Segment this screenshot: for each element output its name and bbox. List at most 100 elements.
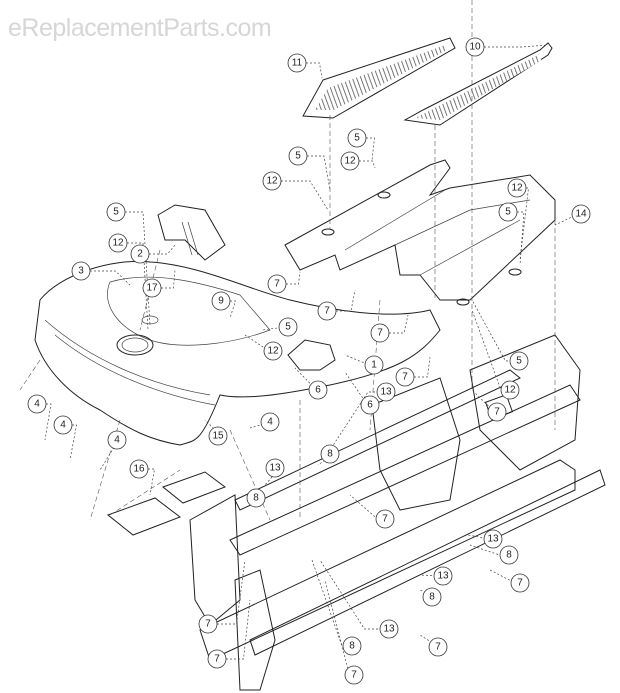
callout-circle <box>498 202 518 222</box>
callout-circle <box>246 488 266 508</box>
callout-number: 13 <box>437 571 449 582</box>
callout-circle <box>422 587 442 607</box>
callout-part-7: 7 <box>267 274 287 294</box>
callout-number: 13 <box>383 624 395 635</box>
callout-part-7: 7 <box>510 573 530 593</box>
callout-circle <box>483 529 503 549</box>
callout-part-8: 8 <box>246 488 266 508</box>
callout-part-4: 4 <box>260 412 280 432</box>
callout-number: 4 <box>60 420 66 431</box>
callout-part-12: 12 <box>500 380 520 400</box>
callout-part-5: 5 <box>106 202 126 222</box>
callout-circle <box>198 614 218 634</box>
callout-part-13: 13 <box>265 458 285 478</box>
callout-number: 4 <box>34 399 40 410</box>
callout-number: 7 <box>517 578 523 589</box>
callout-circle <box>267 274 287 294</box>
callout-leader-line <box>307 155 331 191</box>
callout-leader-line <box>226 599 251 660</box>
callout-number: 15 <box>212 431 224 442</box>
callout-part-3: 3 <box>71 261 91 281</box>
callout-circle <box>510 573 530 593</box>
callout-part-12: 12 <box>340 151 360 171</box>
callout-circle <box>571 204 591 224</box>
callout-circle <box>278 317 298 337</box>
callout-leader-line <box>471 389 506 413</box>
callout-part-5: 5 <box>509 351 529 371</box>
callout-circle <box>262 171 282 191</box>
callout-leader-line <box>281 180 329 211</box>
hood-body <box>34 260 441 446</box>
callout-part-14: 14 <box>571 204 591 224</box>
callout-circle <box>207 649 227 669</box>
callout-number: 5 <box>295 151 301 162</box>
callout-leader-line <box>419 574 452 577</box>
callout-number: 5 <box>285 322 291 333</box>
callout-circle <box>320 444 340 464</box>
callout-circle <box>428 637 448 657</box>
chassis-frame <box>189 334 606 691</box>
decal-plate-1 <box>161 471 227 504</box>
callout-leader-line <box>125 211 151 326</box>
callout-circle <box>71 261 91 281</box>
callout-number: 16 <box>133 464 145 475</box>
callout-leader-line <box>306 62 323 79</box>
callout-leader-line <box>319 559 398 630</box>
callout-circle <box>288 146 308 166</box>
callout-leader-line <box>517 211 525 266</box>
callout-number: 12 <box>112 238 124 249</box>
callout-circle <box>260 412 280 432</box>
callout-circle <box>395 367 415 387</box>
callout-number: 6 <box>315 385 321 396</box>
callout-part-7: 7 <box>370 323 390 343</box>
callout-number: 4 <box>267 417 273 428</box>
callout-circle <box>364 355 384 375</box>
callout-circle <box>370 323 390 343</box>
callout-circle <box>500 380 520 400</box>
callout-part-15: 15 <box>208 426 228 446</box>
footrest-mat-left <box>302 37 456 119</box>
callout-leader-line <box>359 160 376 169</box>
callout-circle <box>263 341 283 361</box>
callout-part-7: 7 <box>428 637 448 657</box>
callout-leader-line <box>229 300 236 319</box>
callout-circle <box>108 233 128 253</box>
callout-part-7: 7 <box>344 665 364 685</box>
callout-number: 1 <box>371 360 377 371</box>
callout-number: 13 <box>380 387 392 398</box>
callout-leader-line <box>69 424 77 461</box>
callout-number: 8 <box>327 449 333 460</box>
callout-number: 9 <box>218 296 224 307</box>
callout-leader-line <box>471 299 528 362</box>
callout-circle <box>465 37 485 57</box>
callout-part-4: 4 <box>53 415 73 435</box>
callout-number: 7 <box>382 514 388 525</box>
callout-number: 12 <box>344 156 356 167</box>
callout-part-12: 12 <box>108 233 128 253</box>
callout-leader-line <box>149 244 176 255</box>
callout-part-5: 5 <box>278 317 298 337</box>
callout-number: 7 <box>435 642 441 653</box>
callout-number: 5 <box>354 133 360 144</box>
callout-part-13: 13 <box>483 529 503 549</box>
callout-leader-line <box>161 269 176 289</box>
callout-circle <box>265 458 285 478</box>
callout-leader-line <box>311 559 361 647</box>
callout-circle <box>142 278 162 298</box>
callout-part-12: 12 <box>262 171 282 191</box>
footrest-panel <box>284 159 556 306</box>
callout-leader-line <box>471 309 519 391</box>
callout-number: 6 <box>367 400 373 411</box>
callout-part-8: 8 <box>422 587 442 607</box>
assembly-lines <box>19 0 556 521</box>
callout-number: 14 <box>575 209 587 220</box>
callout-number: 13 <box>269 463 281 474</box>
callout-number: 8 <box>349 641 355 652</box>
callout-circle <box>208 426 228 446</box>
callout-leader-line <box>127 242 149 331</box>
callout-number: 5 <box>113 207 119 218</box>
callout-number: 8 <box>253 493 259 504</box>
callout-circle <box>509 351 529 371</box>
callout-part-8: 8 <box>320 444 340 464</box>
callout-number: 5 <box>505 207 511 218</box>
